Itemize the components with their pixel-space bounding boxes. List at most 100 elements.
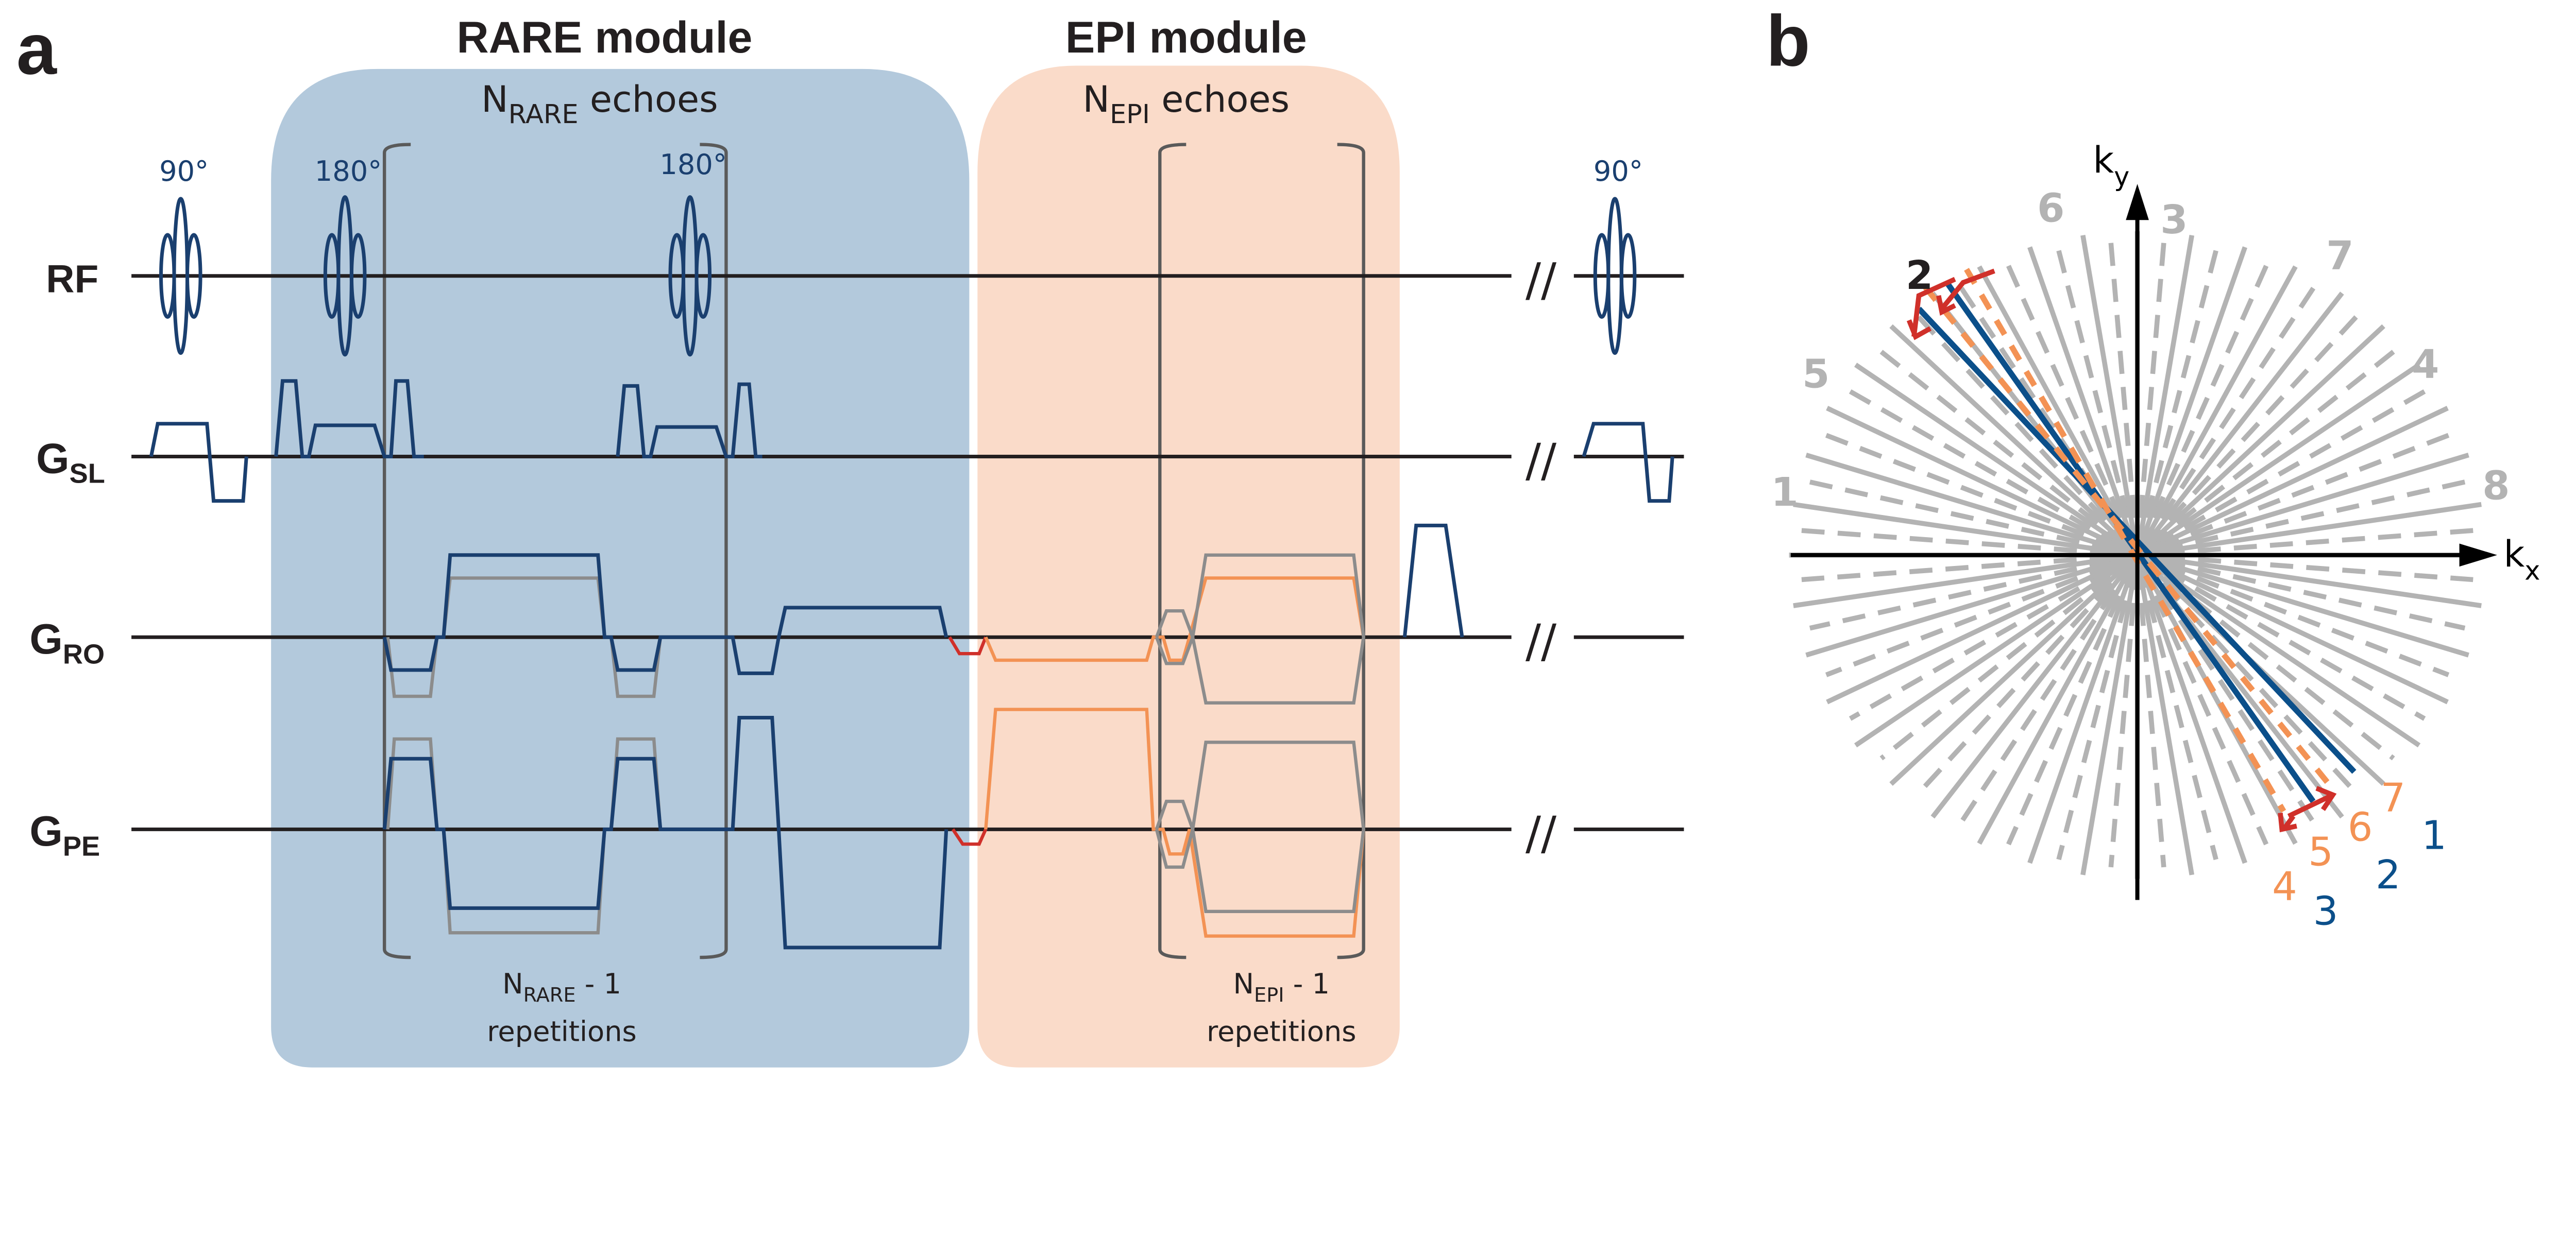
trajectory-arrow-icon (2278, 812, 2297, 833)
break-mark: // (1526, 253, 1557, 307)
gro-epi-grey (1155, 553, 1365, 705)
gro-row-label: GRO (29, 615, 105, 670)
epi-echoes-text: echoes (1150, 78, 1290, 121)
break-mark: // (1526, 807, 1557, 861)
gsl-g: G (36, 434, 69, 482)
gsl-waveform (274, 379, 424, 458)
flip-angle-label: 180° (659, 148, 727, 181)
rare-rep-sub: RARE (523, 984, 576, 1007)
panel-b-label: b (1766, 1, 1810, 81)
trajectory-arrow-icon (1936, 268, 1995, 316)
highlighted-spoke (1964, 268, 2286, 813)
gpe-epi-grey (1155, 741, 1365, 913)
gsl-waveform (149, 422, 248, 503)
spoke (2108, 243, 2166, 868)
time-break-marks: // // // // (1526, 253, 1557, 861)
rf-pulse-180 (323, 195, 367, 357)
epi-repetitions-count: NEPI - 1 (1233, 968, 1330, 1007)
echo-number-orange: 5 (2308, 829, 2333, 875)
spoke (2108, 243, 2166, 868)
gro-transition-red (948, 636, 988, 656)
gro-g: G (29, 615, 62, 663)
ky-k: k (2093, 139, 2114, 181)
highlight-spoke-number: 2 (1906, 253, 1933, 299)
highlighted-spoke (1923, 285, 2332, 787)
gro-waveform (1402, 523, 1464, 638)
gsl-waveform (1582, 422, 1674, 503)
spoke (2056, 250, 2218, 861)
spoke-number: 6 (2037, 185, 2064, 231)
rare-repetitions-count: NRARE - 1 (502, 968, 621, 1007)
epi-repeat-bracket (1158, 143, 1365, 959)
break-mark: // (1526, 434, 1557, 488)
kx-label: kx (2504, 533, 2540, 587)
gsl-row-label: GSL (36, 434, 105, 489)
epi-rep-n: N (1233, 968, 1254, 1000)
epi-module-title: EPI module (1065, 13, 1307, 62)
break-mark: // (1526, 615, 1557, 668)
rare-rep-text: - 1 (576, 968, 621, 1000)
gpe-epi-waveform (984, 708, 1365, 938)
kx-sub: x (2524, 556, 2540, 587)
timing-baselines (131, 274, 1684, 831)
spoke-number: 5 (1802, 352, 1829, 398)
rare-repeat-bracket (382, 143, 728, 959)
figure: a RARE module EPI module NRARE echoes NE… (16, 1, 2540, 1068)
rare-rep-n: N (502, 968, 523, 1000)
epi-repetitions-label: repetitions (1207, 1016, 1357, 1048)
gpe-sub: PE (63, 831, 100, 862)
gsl-waveform (616, 382, 762, 458)
rf-pulse-90 (1593, 197, 1637, 355)
gro-waveform-grey (386, 576, 663, 698)
echo-number-orange: 4 (2272, 864, 2297, 909)
epi-rep-sub: EPI (1254, 984, 1284, 1007)
rare-echoes-sub: RARE (509, 99, 579, 130)
trajectory-arrow-icon (2287, 786, 2337, 819)
kx-k: k (2504, 533, 2525, 575)
echo-number-blue: 2 (2376, 852, 2401, 898)
rf-pulse-180 (668, 195, 712, 357)
spoke-number: 4 (2412, 341, 2439, 387)
gpe-transition-red (951, 828, 988, 846)
spoke (2006, 265, 2269, 846)
rf-pulse-90 (159, 197, 202, 355)
spoke-number: 1 (1771, 470, 1798, 516)
echo-number-blue: 1 (2421, 813, 2447, 859)
epi-echoes-label: NEPI echoes (1082, 78, 1290, 130)
kx-arrow-icon (2459, 543, 2497, 567)
rare-echoes-text: echoes (579, 78, 718, 121)
epi-echoes-n: N (1082, 78, 1109, 121)
spoke-number: 7 (2326, 233, 2353, 279)
flip-angle-label: 90° (159, 155, 209, 187)
spoke (2006, 265, 2269, 846)
gpe-row-label: GPE (29, 807, 100, 862)
gpe-waveform-grey (386, 737, 663, 935)
panel-a-label: a (16, 8, 57, 89)
echo-number-orange: 7 (2381, 775, 2406, 821)
spoke (2056, 250, 2218, 861)
rare-repetitions-label: repetitions (487, 1016, 637, 1048)
gro-waveform (382, 553, 948, 675)
gsl-sub: SL (70, 458, 105, 489)
gpe-g: G (29, 807, 62, 855)
epi-module-box (977, 65, 1400, 1068)
flip-angle-label: 90° (1594, 155, 1643, 187)
rare-module-title: RARE module (457, 13, 753, 62)
ky-sub: y (2114, 162, 2129, 192)
echo-number-blue: 3 (2313, 888, 2338, 934)
echo-number-orange: 6 (2348, 805, 2373, 851)
spoke-number: 8 (2482, 463, 2510, 509)
rare-echoes-label: NRARE echoes (481, 78, 718, 130)
ky-label: ky (2093, 139, 2129, 193)
flip-angle-label: 180° (315, 155, 382, 187)
epi-rep-text: - 1 (1284, 968, 1330, 1000)
epi-echoes-sub: EPI (1110, 99, 1150, 130)
rare-echoes-n: N (481, 78, 508, 121)
rare-module-box (271, 68, 970, 1068)
gro-sub: RO (63, 639, 105, 670)
rf-row-label: RF (46, 258, 98, 301)
trajectory-arrow-icon (1906, 277, 1956, 340)
ky-arrow-icon (2126, 184, 2149, 220)
gpe-waveform (382, 715, 948, 950)
spoke-number: 3 (2160, 197, 2188, 243)
